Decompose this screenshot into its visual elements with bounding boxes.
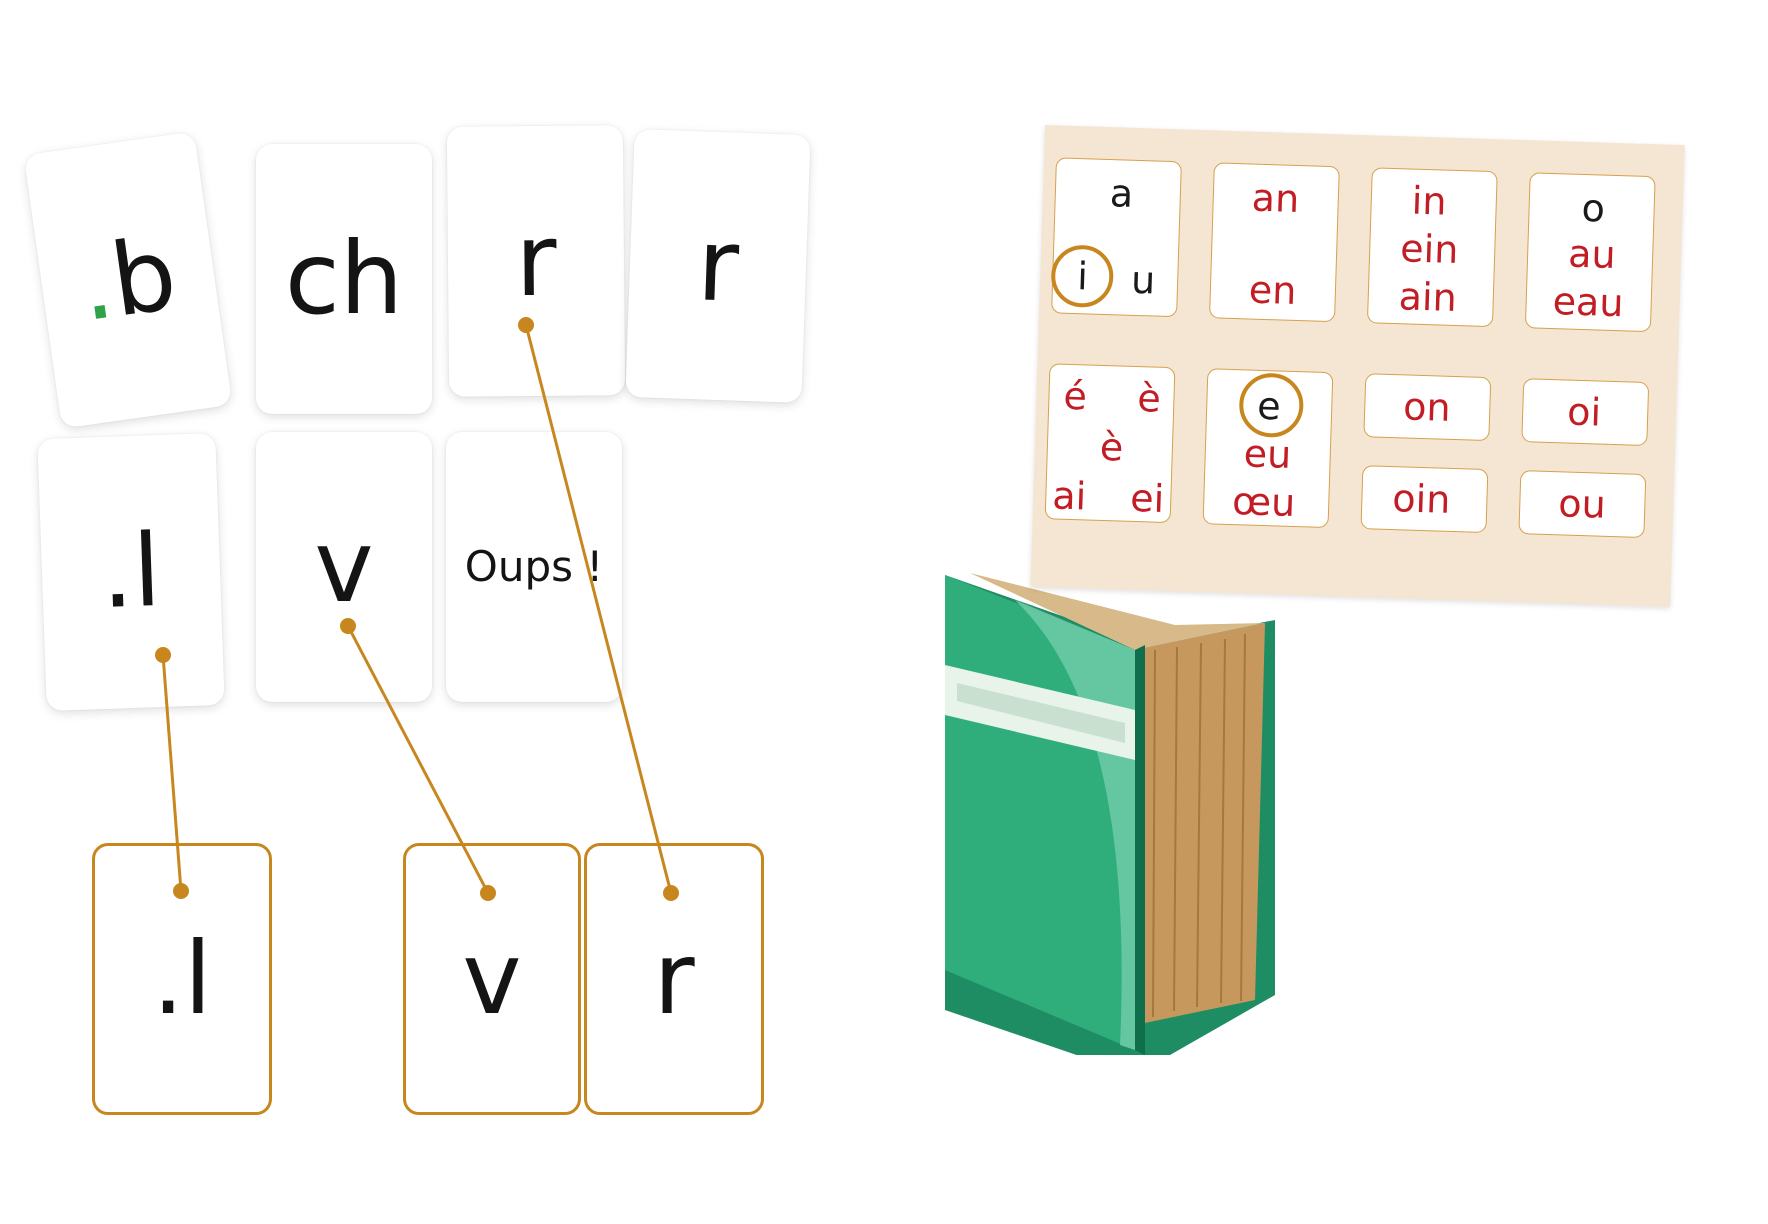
sound-tile-e-accents[interactable]: é è è ai ei: [1044, 363, 1176, 524]
tile-line: en: [1248, 267, 1298, 313]
tile-line: œu: [1231, 479, 1296, 526]
sound-board: a i u an en in ein ain o au eau é è è ai…: [1030, 125, 1685, 607]
tile-line: ein: [1399, 226, 1459, 273]
sound-tile-o-au-eau[interactable]: o au eau: [1524, 172, 1656, 333]
letter-card-b[interactable]: .b: [23, 131, 233, 429]
tile-line: ei: [1129, 475, 1165, 521]
tile-line: eau: [1552, 279, 1625, 326]
sound-tile-in-ein-ain[interactable]: in ein ain: [1366, 167, 1498, 328]
answer-slot-r[interactable]: r: [584, 843, 764, 1115]
card-label: v: [314, 508, 374, 625]
tile-line: oin: [1391, 476, 1452, 522]
tile-line: au: [1567, 231, 1617, 277]
card-label: r: [514, 201, 558, 320]
tile-line: oi: [1566, 389, 1602, 435]
tile-line: o: [1580, 185, 1606, 231]
letter-card-r-2[interactable]: r: [625, 129, 811, 403]
sound-tile-on[interactable]: on: [1363, 373, 1492, 442]
letter-card-r-1[interactable]: r: [446, 125, 626, 397]
tile-line: ai: [1051, 473, 1087, 519]
card-label: r: [695, 206, 741, 325]
tile-line: ain: [1398, 274, 1458, 321]
letter-card-ch[interactable]: ch: [256, 144, 432, 414]
highlight-circle: [1238, 372, 1305, 439]
card-label: ch: [284, 220, 404, 337]
answer-slot-l[interactable]: .l: [92, 843, 272, 1115]
sound-tile-ou[interactable]: ou: [1518, 470, 1647, 539]
letter-card-l[interactable]: .l: [37, 432, 225, 712]
tile-line: è: [1099, 424, 1124, 470]
tile-line: è: [1136, 376, 1162, 421]
tile-line: eu: [1243, 431, 1292, 477]
tile-line: u: [1130, 257, 1156, 303]
green-book-icon: [945, 573, 1275, 1055]
tile-line: é: [1062, 373, 1088, 419]
tile-line: in: [1411, 178, 1448, 224]
tile-line: a: [1109, 171, 1134, 216]
sound-tile-oin[interactable]: oin: [1360, 465, 1489, 534]
sound-tile-oi[interactable]: oi: [1521, 378, 1650, 447]
tile-line: ou: [1557, 481, 1607, 527]
card-label: Oups !: [464, 542, 604, 591]
sound-tile-an-en[interactable]: an en: [1209, 162, 1340, 323]
sound-tile-a-i-u[interactable]: a i u: [1050, 157, 1182, 318]
tile-line: an: [1251, 175, 1300, 222]
card-label: .b: [72, 214, 184, 345]
letter-card-v[interactable]: v: [256, 432, 432, 702]
slot-label: .l: [152, 920, 212, 1037]
oups-card[interactable]: Oups !: [446, 432, 622, 702]
slot-label: v: [462, 920, 522, 1037]
slot-label: r: [653, 920, 695, 1037]
highlight-circle: [1050, 244, 1115, 309]
card-label: .l: [99, 511, 163, 632]
answer-slot-v[interactable]: v: [403, 843, 581, 1115]
sound-tile-e-eu-oeu[interactable]: e eu œu: [1202, 368, 1334, 529]
tile-line: on: [1402, 384, 1452, 430]
